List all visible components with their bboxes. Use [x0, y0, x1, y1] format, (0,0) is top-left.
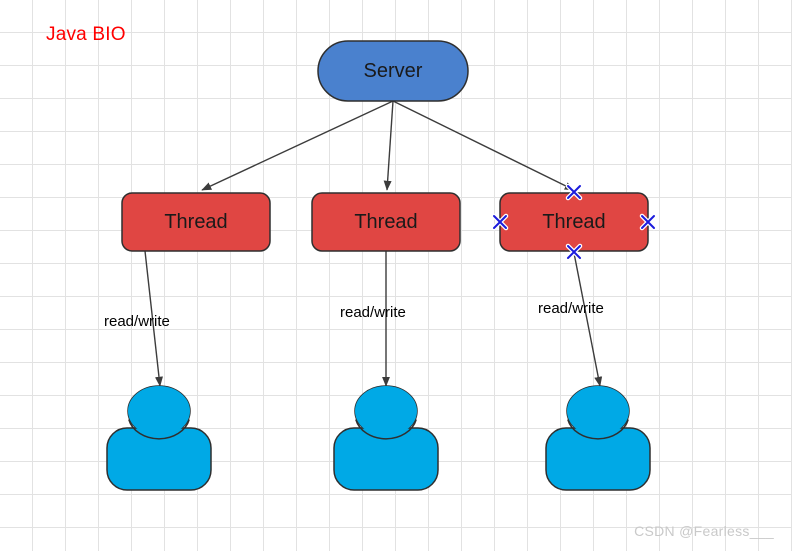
node-thread-2-label: Thread	[354, 210, 418, 233]
connection-handle-right-cross-icon[interactable]	[639, 213, 657, 231]
edge-label-read-write-3: read/write	[538, 300, 604, 317]
edge-server-to-thread-3	[392, 100, 575, 191]
edge-thread-1-to-client-1	[144, 250, 163, 387]
node-thread-3-label: Thread	[542, 210, 606, 233]
edge-server-to-thread-1	[201, 100, 394, 191]
node-server-label: Server	[363, 59, 423, 82]
node-client-1[interactable]	[106, 385, 212, 491]
node-thread-2[interactable]	[311, 192, 461, 252]
node-thread-1[interactable]	[121, 192, 271, 252]
edge-thread-3-to-client-3	[573, 252, 603, 387]
watermark-text: CSDN @Fearless___	[634, 523, 774, 539]
edge-server-to-thread-2	[383, 100, 394, 191]
node-server[interactable]	[317, 40, 469, 102]
node-thread-3[interactable]	[499, 192, 649, 252]
edge-label-read-write-2: read/write	[340, 304, 406, 321]
connection-handle-top-cross-icon[interactable]	[565, 183, 583, 201]
edge-label-read-write-1: read/write	[104, 313, 170, 330]
diagram-title: Java BIO	[46, 24, 126, 45]
node-thread-1-label: Thread	[164, 210, 228, 233]
connection-handle-bottom-cross-icon[interactable]	[565, 243, 583, 261]
connection-handle-left-cross-icon[interactable]	[491, 213, 509, 231]
node-client-2[interactable]	[333, 385, 439, 491]
node-client-3[interactable]	[545, 385, 651, 491]
